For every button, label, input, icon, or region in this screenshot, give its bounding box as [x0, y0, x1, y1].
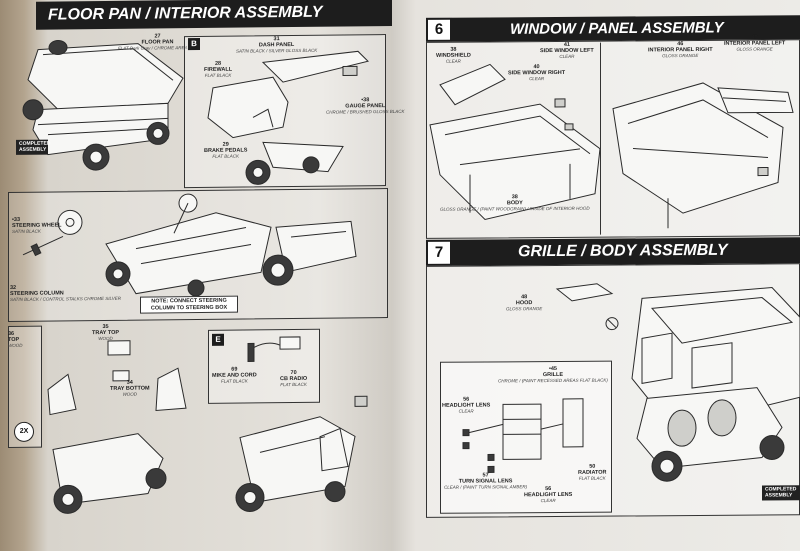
label-steering-wheel: •33 STEERING WHEEL SATIN BLACK — [12, 217, 62, 234]
floor-pan-header-title: FLOOR PAN / INTERIOR ASSEMBLY — [48, 3, 323, 24]
step7-number: 7 — [426, 239, 452, 266]
label-headlight-lens-bottom: 56 HEADLIGHT LENS CLEAR — [524, 486, 572, 504]
label-dash-panel: 31 DASH PANEL SATIN BLACK / SILVER GLOSS… — [236, 36, 318, 54]
interior-panel-right-finish: GLOSS ORANGE — [662, 52, 699, 58]
dash-panel-finish: SATIN BLACK / SILVER GLOSS BLACK — [236, 47, 318, 54]
grille-radiator-drawing — [462, 398, 584, 473]
label-firewall: 28 FIREWALL FLAT BLACK — [204, 61, 232, 79]
steering-note: NOTE: CONNECT STEERING COLUMN TO STEERIN… — [140, 295, 238, 314]
grille-finish: CHROME / (PAINT RECESSED AREAS FLAT BLAC… — [498, 377, 608, 383]
tray-bottom-finish: WOOD — [122, 391, 138, 397]
tray-seats-drawing — [47, 340, 187, 514]
label-cb-radio: 70 CB RADIO FLAT BLACK — [280, 370, 307, 388]
side-window-right-finish: CLEAR — [529, 75, 545, 81]
left-cut-top-finish: WOOD — [8, 342, 23, 348]
label-hood: 48 HOOD GLOSS ORANGE — [506, 294, 543, 312]
firewall-finish: FLAT BLACK — [204, 72, 232, 78]
van-body-drawing — [631, 286, 800, 482]
label-brake-pedals: 29 BRAKE PEDALS FLAT BLACK — [204, 142, 247, 159]
turn-signal-lens-finish: CLEAR / (PAINT TURN SIGNAL AMBER) — [444, 483, 528, 490]
times-badge: 2X — [14, 421, 34, 442]
right-page: WINDOW / PANEL ASSEMBLY 6 38 WINDSHIELD … — [412, 0, 800, 551]
label-windshield: 38 WINDSHIELD CLEAR — [436, 47, 471, 64]
mike-cord-finish: FLAT BLACK — [221, 378, 248, 384]
label-headlight-lens-top: 56 HEADLIGHT LENS CLEAR — [442, 397, 490, 414]
left-page: FLOOR PAN / INTERIOR ASSEMBLY COMPLETED … — [8, 0, 405, 551]
label-left-cut-top: 36 TOP WOOD — [8, 331, 23, 348]
floor-pan-drawing — [22, 39, 184, 171]
radiator-finish: FLAT BLACK — [578, 475, 606, 481]
floor-pan-header-bar: FLOOR PAN / INTERIOR ASSEMBLY — [36, 0, 392, 30]
step7-header-bar: GRILLE / BODY ASSEMBLY — [426, 237, 800, 266]
label-side-window-right: 40 SIDE WINDOW RIGHT CLEAR — [508, 64, 565, 82]
headlight-lens-bottom-finish: CLEAR — [540, 497, 556, 503]
steering-wheel-finish: SATIN BLACK — [12, 228, 41, 234]
headlight-lens-top-finish: CLEAR — [458, 408, 474, 414]
step6-number: 6 — [426, 17, 452, 42]
label-interior-panel-left: 47 INTERIOR PANEL LEFT GLOSS ORANGE — [724, 35, 785, 52]
step7-title: GRILLE / BODY ASSEMBLY — [518, 241, 728, 261]
label-interior-panel-right: 46 INTERIOR PANEL RIGHT GLOSS ORANGE — [648, 41, 713, 59]
window-body-drawing — [429, 63, 601, 221]
hood-drawing — [555, 283, 619, 331]
label-gauge-panel: •38 GAUGE PANEL CHROME / BRUSHED GLOSS B… — [326, 97, 405, 115]
completed-assembly-tag-right: COMPLETED ASSEMBLY — [762, 485, 800, 501]
tray-top-finish: WOOD — [98, 335, 113, 341]
chassis-steering-drawing — [105, 193, 357, 297]
brake-pedals-finish: FLAT BLACK — [212, 153, 240, 159]
dash-firewall-drawing — [207, 50, 369, 185]
panel-e-letter: E — [212, 333, 224, 346]
interior-panels-drawing — [612, 82, 794, 229]
label-tray-top: 35 TRAY TOP WOOD — [92, 324, 119, 342]
interior-panel-left-finish: GLOSS ORANGE — [736, 46, 773, 52]
completed-assembly-tag-left: COMPLETED ASSEMBLY — [16, 139, 50, 155]
label-tray-bottom: 34 TRAY BOTTOM WOOD — [110, 380, 150, 398]
step6-divider — [600, 42, 601, 235]
label-radiator: 50 RADIATOR FLAT BLACK — [578, 464, 607, 481]
gauge-panel-finish: CHROME / BRUSHED GLOSS BLACK — [326, 108, 405, 115]
label-body: 38 BODY GLOSS ORANGE / (PAINT WOODGRAIN)… — [440, 194, 590, 212]
label-grille: •45 GRILLE CHROME / (PAINT RECESSED AREA… — [498, 366, 608, 384]
windshield-finish: CLEAR — [445, 58, 461, 64]
interior-assembly-drawing — [235, 395, 368, 512]
hood-finish: GLOSS ORANGE — [506, 305, 543, 311]
label-mike-cord: 69 MIKE AND CORD FLAT BLACK — [212, 367, 257, 384]
label-turn-signal-lens: 57 TURN SIGNAL LENS CLEAR / (PAINT TURN … — [444, 472, 528, 490]
side-window-left-finish: CLEAR — [559, 53, 575, 59]
label-side-window-left: 41 SIDE WINDOW LEFT CLEAR — [540, 42, 594, 60]
cb-radio-drawing — [247, 336, 301, 362]
step6-title: WINDOW / PANEL ASSEMBLY — [510, 19, 724, 38]
cb-radio-finish: FLAT BLACK — [280, 381, 307, 387]
steering-wheel-drawing — [22, 209, 83, 257]
